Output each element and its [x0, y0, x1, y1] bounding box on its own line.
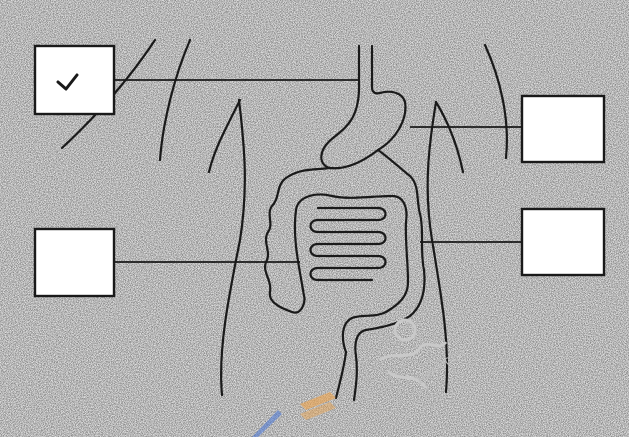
label-box-top-right[interactable] — [522, 96, 604, 162]
label-box-bottom-right[interactable] — [522, 209, 604, 275]
label-box-bottom-left[interactable] — [35, 229, 114, 296]
label-box-top-left[interactable] — [35, 46, 114, 114]
